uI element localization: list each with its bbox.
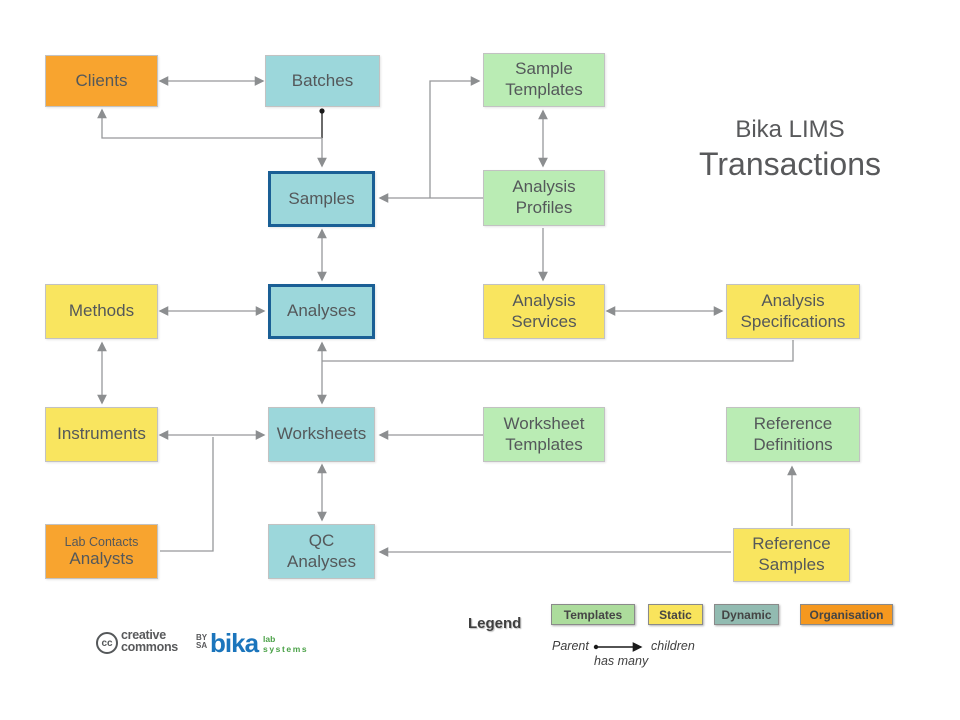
node-analyses: Analyses [268, 284, 375, 339]
node-lab-contacts: Lab Contacts Analysts [45, 524, 158, 579]
node-worksheet-templates-label: Worksheet Templates [503, 413, 585, 454]
node-sample-templates-label: Sample Templates [505, 59, 583, 99]
node-methods: Methods [45, 284, 158, 339]
legend-heading: Legend [468, 615, 522, 632]
node-qc-analyses: QC Analyses [268, 524, 375, 579]
node-analysis-services-label: Analysis Services [511, 290, 577, 331]
node-analysis-profiles: Analysis Profiles [483, 170, 605, 226]
legend-relation-dot [593, 644, 599, 650]
legend-item-static: Static [648, 604, 703, 625]
bika-lab-label: lab [263, 634, 276, 644]
bika-systems-label: systems [263, 644, 309, 655]
connector-branch-sampletemplates [429, 76, 481, 198]
node-batches-label: Batches [291, 70, 354, 90]
node-lab-contacts-toplabel: Lab Contacts [64, 534, 139, 549]
node-reference-definitions-label: Reference Definitions [753, 413, 833, 454]
node-analysis-services: Analysis Services [483, 284, 605, 339]
node-lab-contacts-label: Analysts [69, 548, 134, 568]
creative-commons-line1: creative [121, 628, 166, 642]
node-analyses-label: Analyses [287, 301, 356, 321]
node-analysis-profiles-label: Analysis Profiles [512, 177, 576, 217]
node-clients-label: Clients [75, 70, 128, 90]
node-samples: Samples [268, 171, 375, 227]
node-sample-templates: Sample Templates [483, 53, 605, 107]
node-worksheet-templates: Worksheet Templates [483, 407, 605, 462]
connector-batches-clients-elbow [97, 108, 322, 139]
node-worksheets: Worksheets [268, 407, 375, 462]
node-clients: Clients [45, 55, 158, 107]
node-reference-samples: Reference Samples [733, 528, 850, 582]
diagram-title-line2: Transactions [699, 146, 881, 182]
creative-commons-line2: commons [121, 639, 178, 654]
legend-item-dynamic: Dynamic [714, 604, 779, 625]
diagram-title-line1: Bika LIMS [735, 116, 845, 143]
legend-item-organisation: Organisation [800, 604, 893, 625]
license-sa: SA [196, 641, 208, 651]
connector-specifications-analyses-elbow [322, 340, 794, 362]
node-worksheets-label: Worksheets [276, 424, 367, 444]
node-reference-samples-label: Reference Samples [752, 534, 831, 574]
legend-children-label: children [651, 639, 695, 653]
node-instruments: Instruments [45, 407, 158, 462]
bika-logo: bika [210, 628, 259, 658]
bika-logo-subtext: lab systems [263, 634, 308, 654]
node-reference-definitions: Reference Definitions [726, 407, 860, 462]
node-analysis-specifications: Analysis Specifications [726, 284, 860, 339]
connector-labcontacts-junction [160, 437, 214, 552]
node-instruments-label: Instruments [57, 424, 146, 444]
legend-parent-label: Parent [552, 639, 589, 653]
batches-junction-dot [319, 108, 325, 114]
node-batches: Batches [265, 55, 380, 107]
node-samples-label: Samples [288, 188, 355, 208]
node-analysis-specifications-label: Analysis Specifications [740, 290, 846, 331]
license-by: BY [196, 633, 208, 642]
legend-item-templates: Templates [551, 604, 635, 625]
creative-commons-icon: cc [96, 632, 118, 654]
creative-commons-wordmark: creative commons [121, 628, 178, 654]
node-qc-analyses-label: QC Analyses [287, 530, 356, 571]
node-methods-label: Methods [68, 301, 135, 321]
legend-edge-label: has many [594, 654, 649, 668]
license-by-sa: BY SA [196, 633, 208, 651]
